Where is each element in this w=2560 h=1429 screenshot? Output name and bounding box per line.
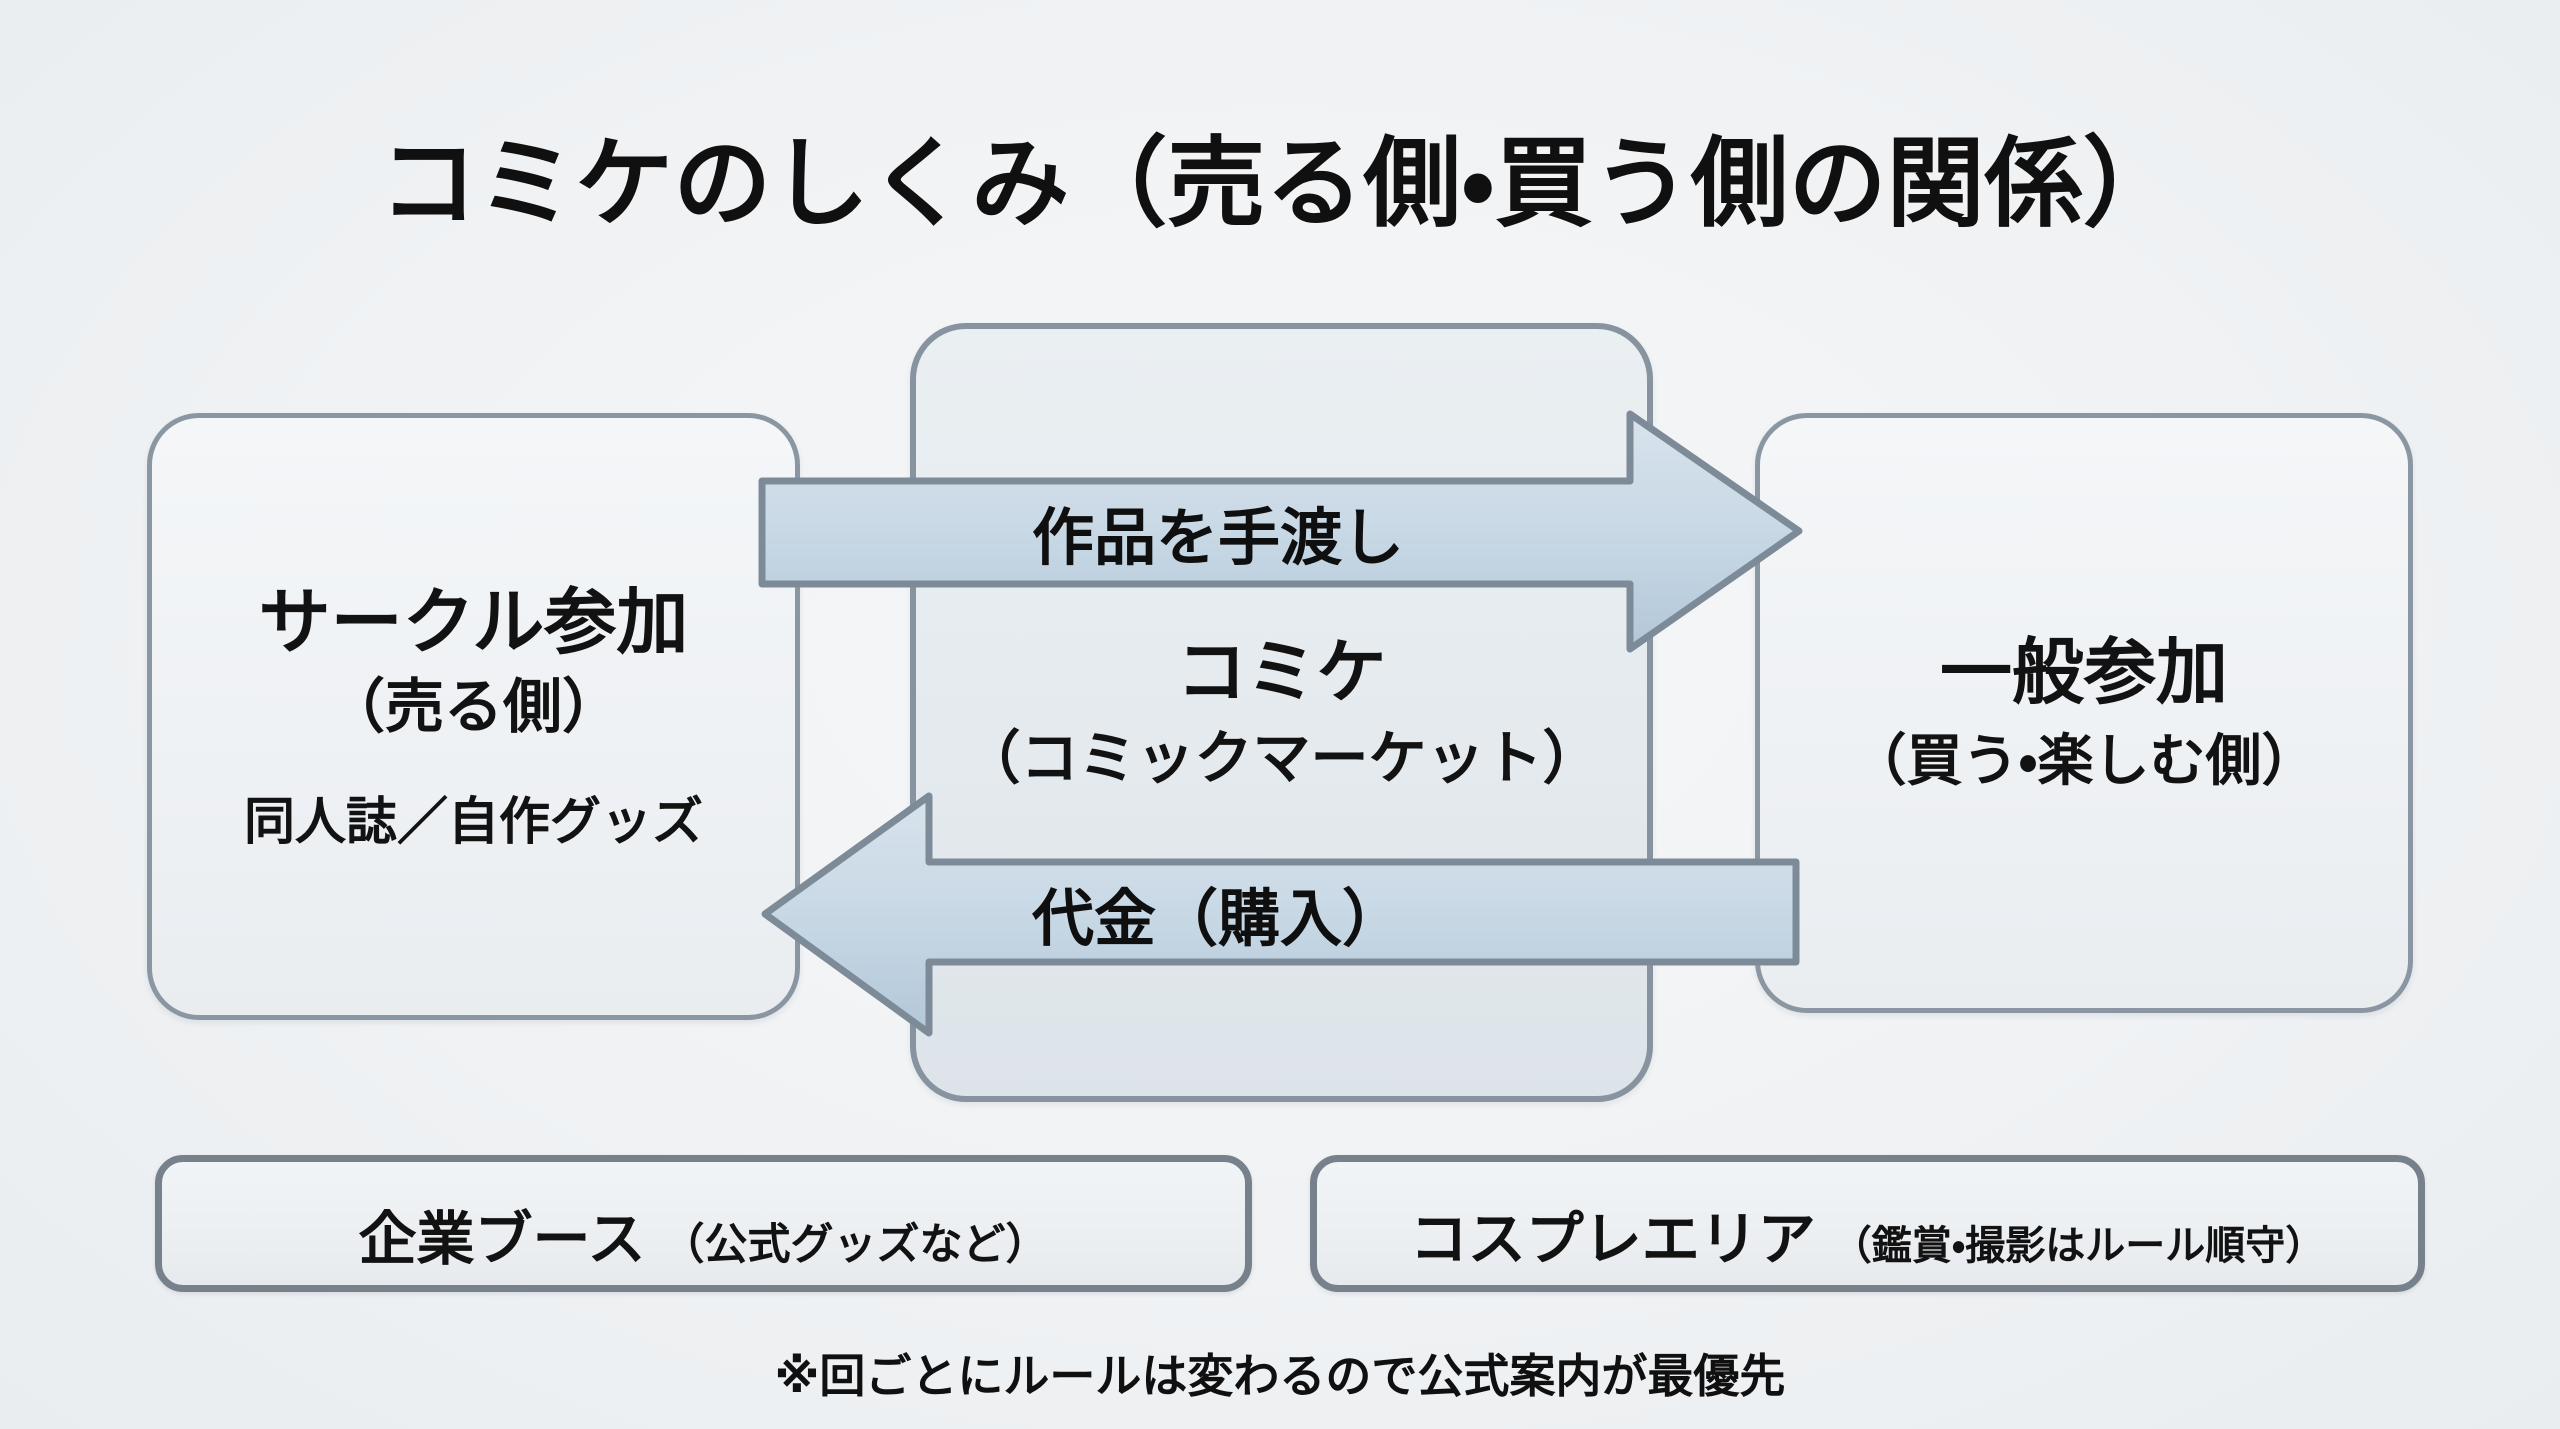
cosplay-area-note: （鑑賞・撮影はルール順守）: [1831, 1224, 2326, 1268]
buyer-subtitle: （買う・楽しむ側）: [1850, 728, 2318, 792]
page-title: コミケのしくみ（売る側・買う側の関係）: [379, 128, 2181, 238]
corporate-booth-box: 企業ブース （公式グッズなど）: [155, 1155, 1252, 1292]
cosplay-area-title: コスプレエリア: [1409, 1207, 1816, 1272]
footnote: ※回ごとにルールは変わるので公式案内が最優先: [774, 1350, 1786, 1402]
handover-arrow-label: 作品を手渡し: [1031, 504, 1404, 573]
buyer-box: 一般参加 （買う・楽しむ側）: [1755, 413, 2413, 1013]
seller-note: 同人誌／自作グッズ: [243, 792, 703, 850]
corporate-booth-note: （公式グッズなど）: [661, 1221, 1049, 1269]
comiket-subtitle: （コミックマーケット）: [962, 726, 1601, 792]
payment-arrow-label: 代金（購入）: [1031, 885, 1404, 954]
cosplay-area-box: コスプレエリア （鑑賞・撮影はルール順守）: [1310, 1155, 2425, 1292]
seller-subtitle: （売る側）: [325, 673, 621, 740]
comiket-title: コミケ: [1176, 633, 1387, 712]
comiket-box: コミケ （コミックマーケット）: [910, 323, 1653, 1102]
seller-title: サークル参加: [258, 583, 689, 664]
corporate-booth-title: 企業ブース: [358, 1207, 646, 1272]
buyer-title: 一般参加: [1939, 633, 2228, 714]
seller-box: サークル参加 （売る側） 同人誌／自作グッズ: [147, 413, 800, 1020]
